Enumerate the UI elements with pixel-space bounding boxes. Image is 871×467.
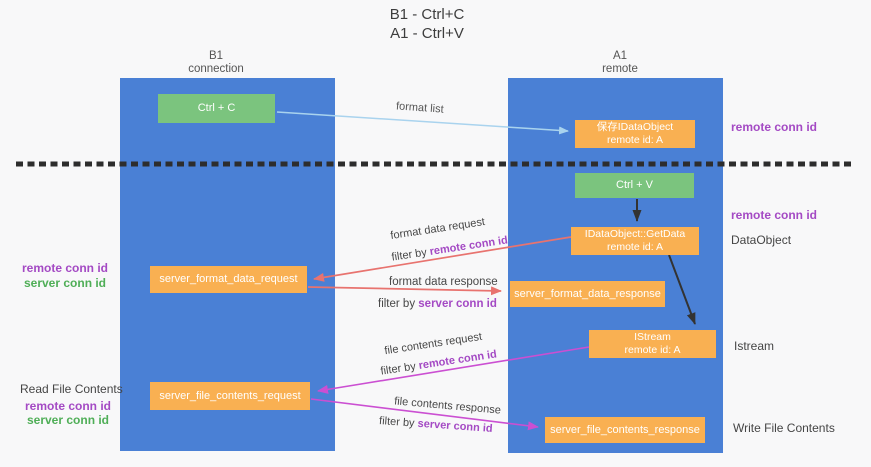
column-left-name: B1 [208, 50, 224, 62]
format-data-response-label: format data response [389, 276, 498, 288]
page-title: B1 - Ctrl+C A1 - Ctrl+V [327, 5, 527, 43]
istream-annotation: Istream [734, 339, 775, 353]
server-conn-id-annotation-bottom: server conn id [26, 413, 110, 427]
column-right-role: remote [602, 63, 638, 75]
remote-conn-id-annotation-top: remote conn id [731, 120, 818, 134]
save-idataobject-line2: remote id: A [606, 134, 664, 146]
header-a1-remote: A1 remote [560, 50, 680, 76]
save-idataobject-line1: 保存IDataObject [596, 121, 674, 133]
column-left-role: connection [188, 63, 244, 75]
filter-prefix: filter by [390, 246, 428, 264]
filter-key: server conn id [418, 298, 497, 310]
server-format-data-response-label: server_format_data_response [514, 287, 661, 300]
getdata-line2: remote id: A [606, 241, 664, 253]
node-server-format-data-response: server_format_data_response [510, 281, 665, 307]
filter-prefix: filter by [378, 298, 416, 310]
filter-by-server-conn-id-label-1: filter by server conn id [378, 298, 497, 310]
remote-conn-id-annotation-bottom: remote conn id [24, 399, 111, 413]
filter-key: remote conn id [428, 234, 509, 258]
conn-id-annotation-mid-left: remote conn id server conn id [15, 261, 115, 291]
write-file-contents-annotation: Write File Contents [733, 421, 835, 435]
filter-key: remote conn id [417, 348, 498, 372]
node-ctrl-c: Ctrl + C [158, 94, 275, 123]
filter-prefix: filter by [379, 360, 417, 378]
conn-id-annotation-bottom-left: remote conn id server conn id [18, 399, 118, 427]
server-format-data-request-label: server_format_data_request [159, 273, 298, 285]
node-ctrl-v: Ctrl + V [575, 173, 694, 198]
title-line-1: B1 - Ctrl+C [389, 6, 465, 23]
istream-line1: IStream [634, 331, 671, 343]
node-server-file-contents-response: server_file_contents_response [545, 417, 705, 443]
server-file-contents-request-label: server_file_contents_request [159, 389, 301, 402]
node-server-file-contents-request: server_file_contents_request [150, 382, 310, 410]
remote-conn-id-annotation-mid: remote conn id [731, 208, 818, 222]
remote-conn-id-annotation-left: remote conn id [21, 261, 108, 275]
server-file-contents-response-label: server_file_contents_response [550, 423, 700, 436]
format-list-label: format list [395, 100, 445, 116]
filter-prefix: filter by [378, 415, 415, 430]
dataobject-annotation: DataObject [731, 233, 792, 247]
filter-key: server conn id [417, 417, 494, 435]
getdata-line1: IDataObject::GetData [584, 228, 686, 240]
node-istream: IStream remote id: A [589, 330, 716, 358]
format-data-request-label: format data request [389, 216, 486, 242]
node-server-format-data-request: server_format_data_request [150, 266, 307, 293]
node-save-idataobject: 保存IDataObject remote id: A [575, 120, 695, 148]
server-conn-id-annotation-left: server conn id [23, 276, 107, 290]
title-line-2: A1 - Ctrl+V [390, 25, 464, 42]
filter-by-server-conn-id-label-2: filter by server conn id [379, 415, 493, 435]
read-file-contents-annotation: Read File Contents [20, 382, 123, 396]
column-right-name: A1 [612, 50, 628, 62]
istream-line2: remote id: A [624, 344, 681, 356]
header-b1-connection: B1 connection [156, 50, 276, 76]
node-idataobject-getdata: IDataObject::GetData remote id: A [571, 227, 699, 255]
file-contents-response-label: file contents response [393, 395, 502, 417]
ctrl-c-label: Ctrl + C [197, 102, 236, 114]
ctrl-v-label: Ctrl + V [616, 179, 653, 191]
